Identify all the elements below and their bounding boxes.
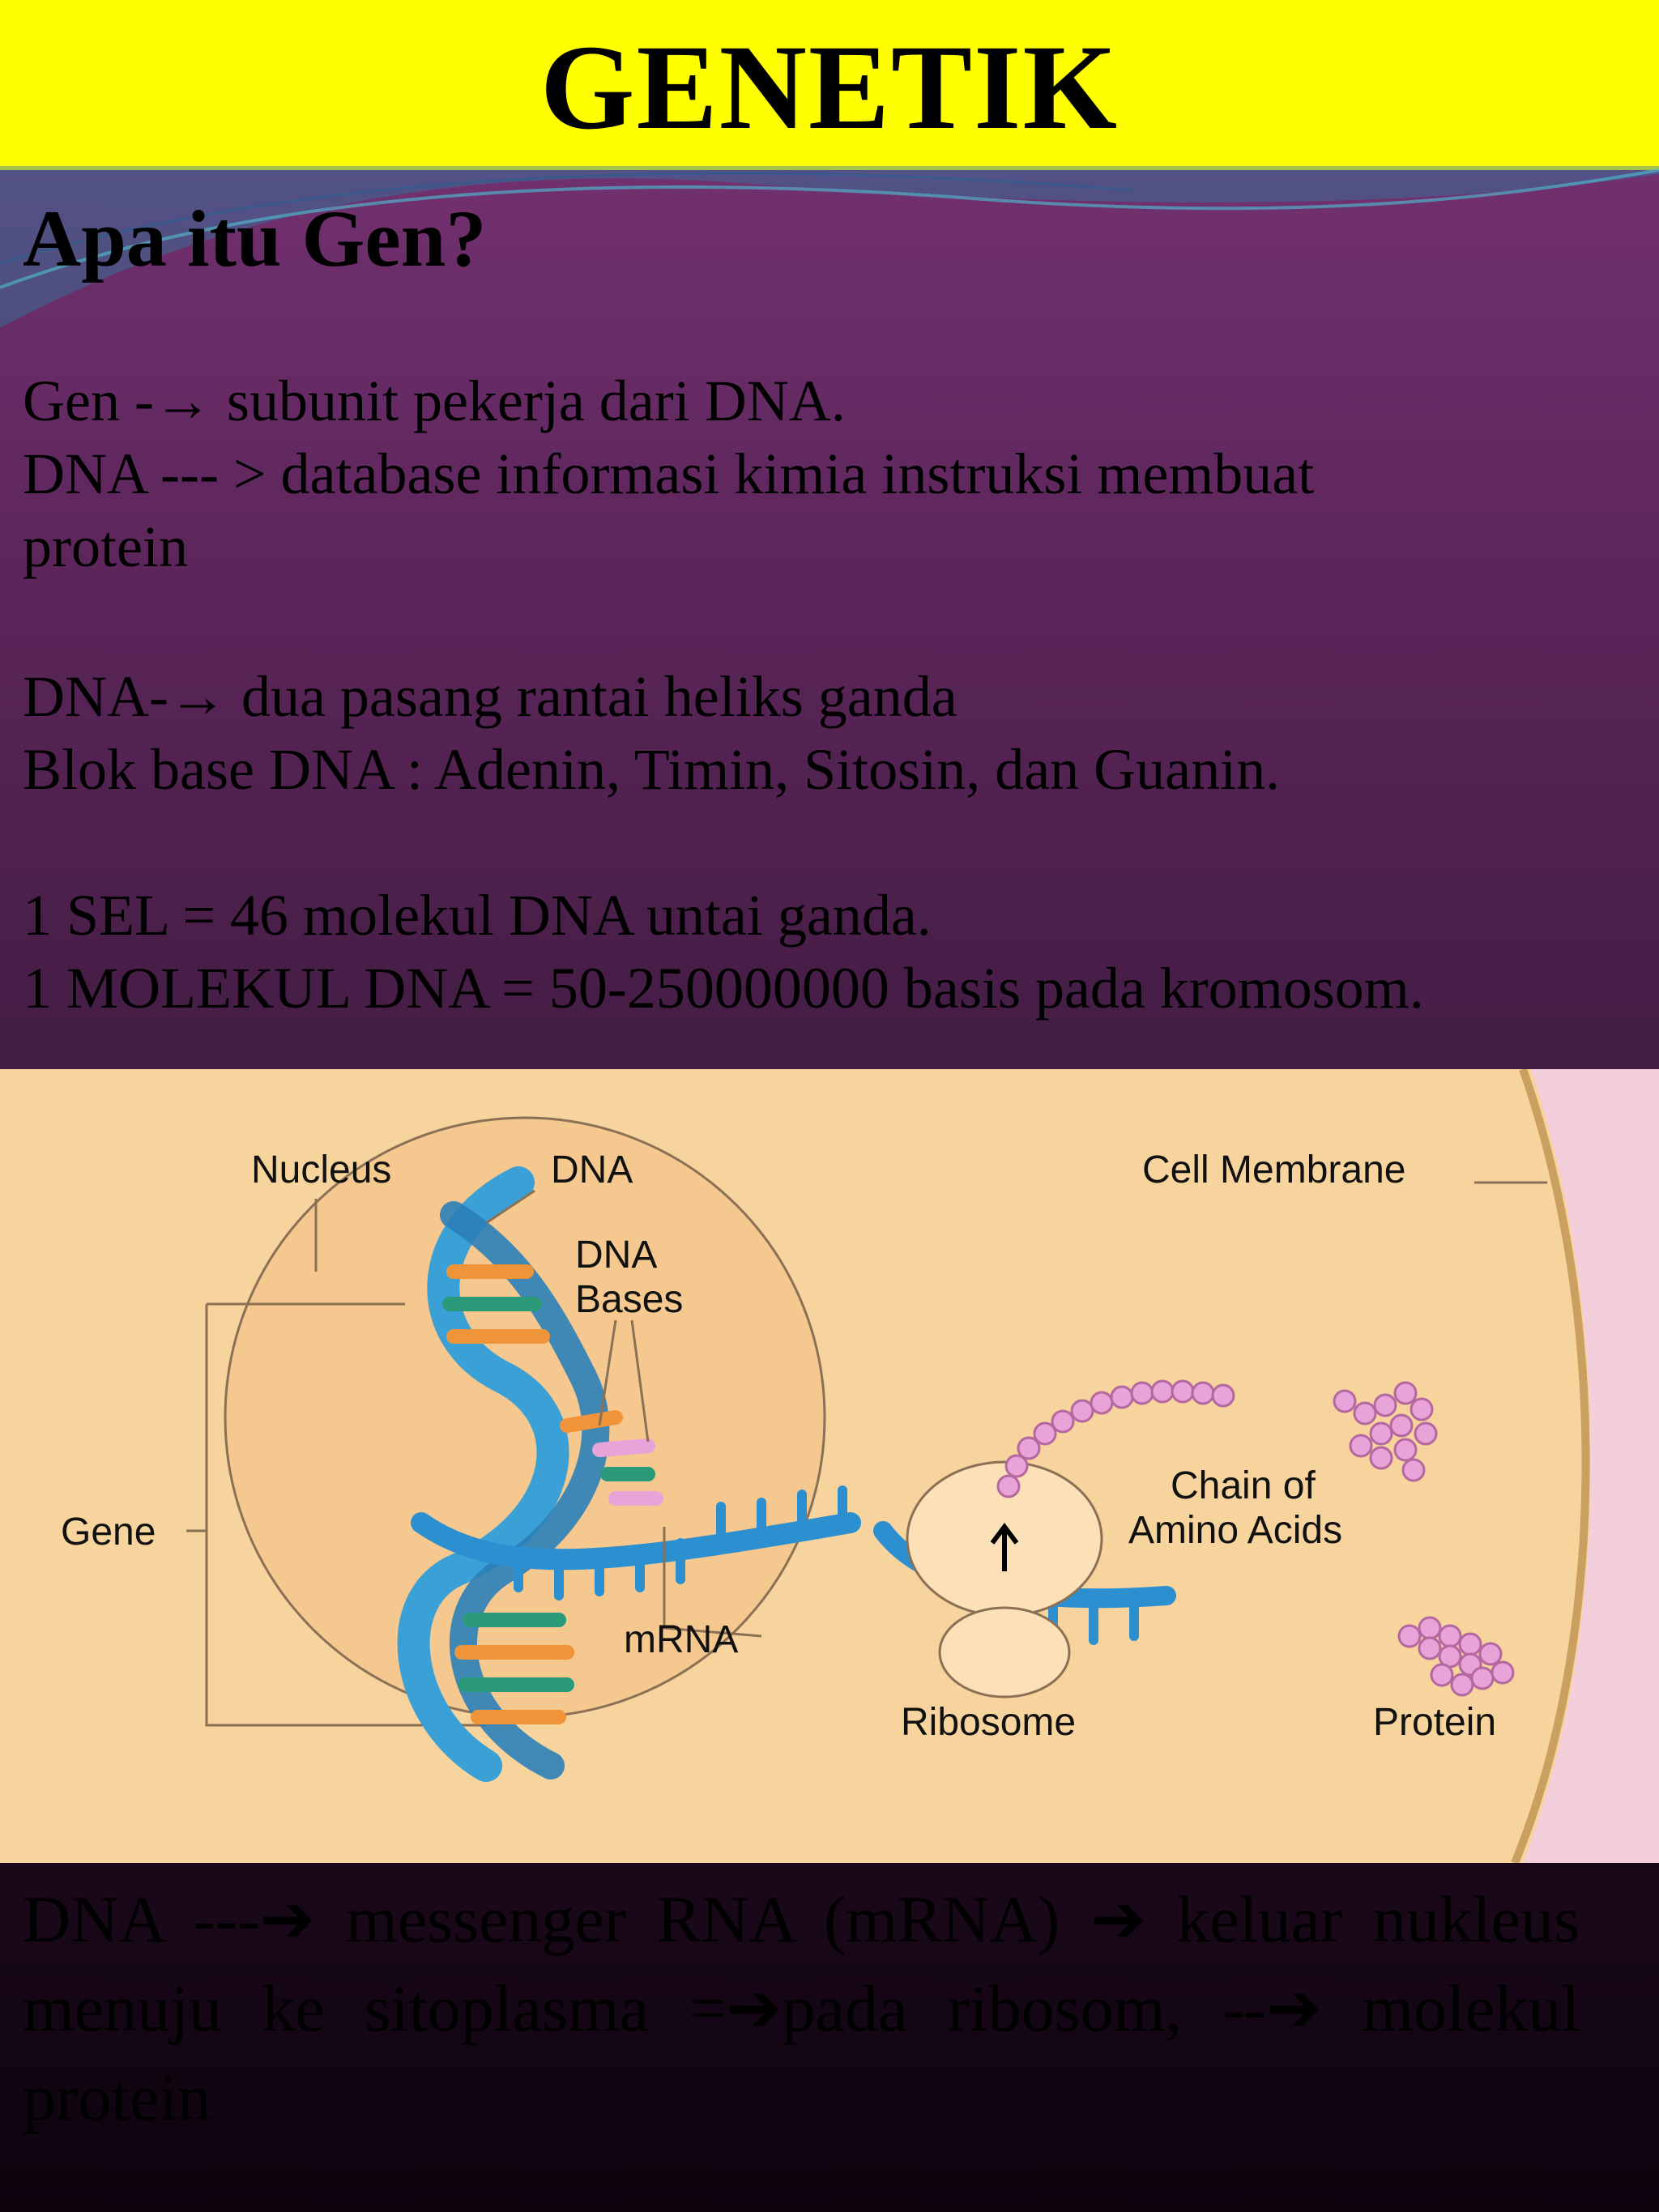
cell-membrane-line [1511,1069,1590,1863]
label-mrna: mRNA [624,1618,738,1661]
label-chain-2: Amino Acids [1128,1509,1342,1552]
label-dna-bases-2: Bases [575,1278,683,1321]
text-line-dna-helix: DNA-→ dua pasang rantai heliks ganda [23,664,957,729]
up-arrow-icon [990,1523,1019,1571]
text-line-dna-bases: Blok base DNA : Adenin, Timin, Sitosin, … [23,737,1281,802]
text-line-dna-database: DNA --- > database informasi kimia instr… [23,441,1315,506]
gene-bracket [186,1302,486,1727]
label-nucleus: Nucleus [251,1149,391,1191]
section-heading: Apa itu Gen? [23,194,487,283]
label-chain-1: Chain of [1171,1464,1316,1507]
label-dna: DNA [551,1149,633,1191]
label-ribosome: Ribosome [901,1701,1076,1744]
title-bar [0,0,1659,170]
bottom-paragraph: DNA ---➔ messenger RNA (mRNA) ➔ keluar n… [23,1882,1580,2134]
text-line-gen: Gen -→ subunit pekerja dari DNA. [23,369,846,433]
label-dna-bases-1: DNA [575,1234,657,1276]
decorative-swoosh [0,166,1659,328]
bases-leader [598,1319,650,1443]
slide-title: GENETIK [539,20,1120,155]
protein-icon [1397,1616,1515,1697]
gene-to-protein-diagram: Nucleus DNA DNA Bases Cell Membrane Gene… [0,1069,1659,1863]
text-line-protein: protein [23,514,188,579]
mrna-leader [663,1527,762,1638]
dna-helix [397,1166,663,1782]
label-cell-membrane: Cell Membrane [1142,1149,1405,1191]
amino-acid-chain [996,1379,1438,1498]
dna-leader [485,1189,535,1225]
text-line-molekul: 1 MOLEKUL DNA = 50-250000000 basis pada … [23,956,1424,1021]
text-line-sel: 1 SEL = 46 molekul DNA untai ganda. [23,883,932,948]
label-protein: Protein [1373,1701,1496,1744]
label-gene: Gene [61,1511,156,1554]
